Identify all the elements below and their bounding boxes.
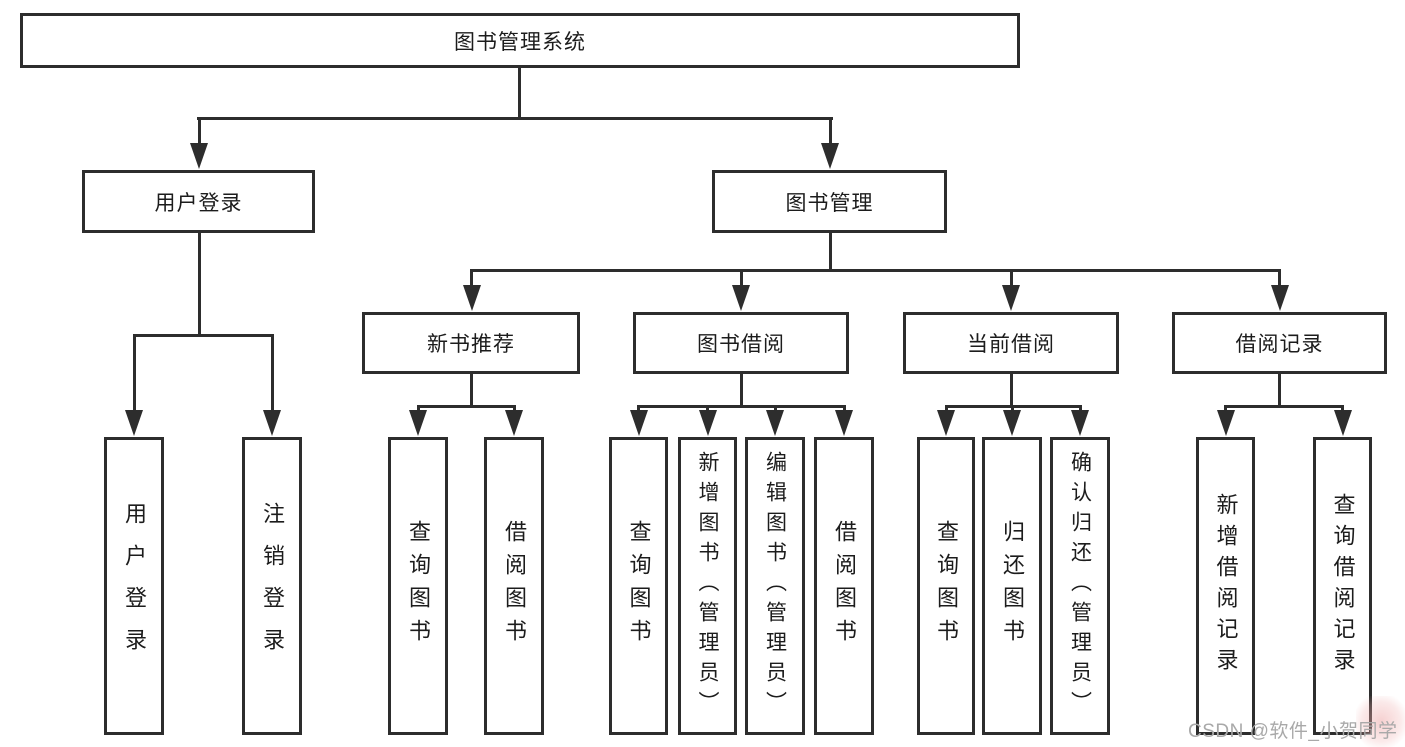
connector-line: [739, 269, 743, 289]
node-book-borrow-label: 图书借阅: [697, 333, 785, 356]
node-root: 图书管理系统: [20, 13, 1020, 68]
leaf-query-books-current: 查询图书: [917, 437, 975, 735]
arrow-head-icon: [732, 285, 750, 311]
leaf-return-book: 归还图书: [982, 437, 1042, 735]
connector-line: [1278, 269, 1281, 289]
leaf-query-books-borrow: 查询图书: [609, 437, 668, 735]
connector-line: [416, 405, 516, 408]
leaf-logout: 注销登录: [242, 437, 302, 735]
connector-line: [1009, 374, 1013, 408]
leaf-borrow-books-recommend: 借阅图书: [484, 437, 544, 735]
arrow-head-icon: [1002, 285, 1020, 311]
arrow-head-icon: [1003, 410, 1021, 436]
node-book-borrow: 图书借阅: [633, 312, 849, 374]
leaf-borrow-books-borrow-label: 借阅图书: [832, 520, 857, 652]
arrow-head-icon: [190, 143, 208, 169]
connector-line: [132, 334, 136, 412]
leaf-edit-book-admin-label: 编辑图书（管理员）: [763, 451, 787, 721]
leaf-logout-label: 注销登录: [260, 502, 285, 670]
leaf-borrow-books-recommend-label: 借阅图书: [502, 520, 527, 652]
node-root-label: 图书管理系统: [454, 30, 586, 54]
node-user-login-label: 用户登录: [154, 191, 243, 215]
connector-line: [842, 405, 846, 413]
leaf-add-book-admin-label: 新增图书（管理员）: [696, 451, 719, 721]
arrow-head-icon: [698, 410, 717, 436]
connector-line: [739, 374, 743, 408]
connector-line: [637, 405, 844, 408]
node-borrow-records: 借阅记录: [1172, 312, 1387, 374]
connector-line: [944, 405, 948, 413]
node-current-borrow: 当前借阅: [903, 312, 1119, 374]
connector-line: [197, 233, 201, 337]
connector-line: [1278, 374, 1281, 408]
node-book-management-label: 图书管理: [785, 191, 874, 215]
connector-line: [470, 374, 473, 408]
leaf-query-books-borrow-label: 查询图书: [626, 520, 652, 652]
leaf-edit-book-admin: 编辑图书（管理员）: [745, 437, 805, 735]
leaf-return-book-label: 归还图书: [1000, 520, 1025, 652]
arrow-head-icon: [263, 410, 281, 436]
arrow-head-icon: [629, 410, 648, 436]
leaf-add-book-admin: 新增图书（管理员）: [678, 437, 737, 735]
leaf-add-borrow-record-label: 新增借阅记录: [1213, 493, 1239, 679]
arrow-head-icon: [1270, 285, 1289, 311]
connector-line: [1224, 405, 1344, 408]
watermark: CSDN @软件_小贺同学: [1188, 721, 1398, 742]
arrow-head-icon: [1216, 410, 1235, 436]
leaf-add-borrow-record: 新增借阅记录: [1196, 437, 1255, 735]
connector-line: [470, 269, 473, 289]
connector-line: [706, 405, 709, 413]
leaf-borrow-books-borrow: 借阅图书: [814, 437, 874, 735]
connector-line: [416, 405, 420, 413]
connector-line: [1341, 405, 1344, 413]
connector-line: [518, 68, 521, 120]
node-book-management: 图书管理: [712, 170, 947, 233]
arrow-head-icon: [462, 285, 481, 311]
arrow-head-icon: [409, 410, 427, 436]
arrow-head-icon: [1333, 410, 1352, 436]
connector-line: [1078, 405, 1082, 413]
leaf-user-login: 用户登录: [104, 437, 164, 735]
connector-line: [773, 405, 777, 413]
leaf-user-login-label: 用户登录: [122, 502, 147, 670]
arrow-head-icon: [125, 410, 143, 436]
node-user-login: 用户登录: [82, 170, 315, 233]
leaf-confirm-return-admin-label: 确认归还（管理员）: [1068, 451, 1092, 721]
arrow-head-icon: [821, 143, 839, 169]
arrow-head-icon: [1071, 410, 1089, 436]
arrow-head-icon: [937, 410, 955, 436]
connector-line: [637, 405, 640, 413]
node-current-borrow-label: 当前借阅: [967, 333, 1055, 356]
connector-line: [197, 117, 201, 147]
arrow-head-icon: [505, 410, 523, 436]
connector-line: [1224, 405, 1227, 413]
connector-line: [828, 117, 832, 147]
connector-line: [197, 117, 833, 120]
connector-line: [512, 405, 516, 413]
connector-line: [828, 233, 832, 272]
arrow-head-icon: [766, 410, 784, 436]
node-new-book-recommend-label: 新书推荐: [427, 333, 515, 356]
connector-line: [270, 334, 274, 412]
arrow-head-icon: [835, 410, 853, 436]
leaf-confirm-return-admin: 确认归还（管理员）: [1050, 437, 1110, 735]
node-borrow-records-label: 借阅记录: [1235, 333, 1324, 356]
connector-line: [470, 269, 1281, 272]
watermark-accent: [1356, 696, 1405, 747]
leaf-query-borrow-record: 查询借阅记录: [1313, 437, 1372, 735]
connector-line: [1009, 269, 1013, 289]
leaf-query-books-recommend: 查询图书: [388, 437, 448, 735]
connector-line: [132, 334, 274, 337]
leaf-query-books-recommend-label: 查询图书: [406, 520, 431, 652]
leaf-query-books-current-label: 查询图书: [934, 520, 959, 652]
node-new-book-recommend: 新书推荐: [362, 312, 580, 374]
leaf-query-borrow-record-label: 查询借阅记录: [1330, 493, 1356, 679]
connector-line: [1010, 405, 1014, 413]
